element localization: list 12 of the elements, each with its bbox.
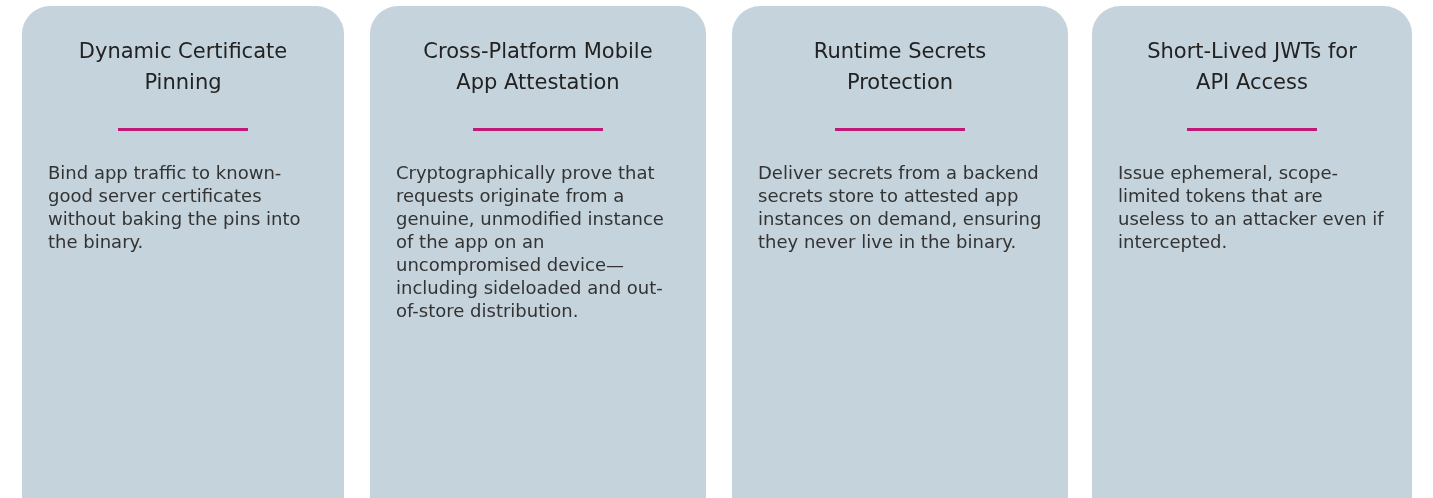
card-description: Issue ephemeral, scope-limited tokens that are useless to an attacker even if intercepted. xyxy=(1118,161,1385,253)
card-description: Bind app traffic to known-good server certificates without baking the pins into the binary. xyxy=(48,161,302,253)
card-heading: Runtime Secrets Protection xyxy=(812,38,988,96)
card-heading: Cross-Platform Mobile App Attestation xyxy=(422,38,654,96)
card-description: Deliver secrets from a backend secrets store to attested app instances on demand, ensuring they never live in the binary. xyxy=(758,161,1042,253)
card-description: Cryptographically prove that requests originate from a genuine, unmodified instance of the app on an uncompromised device—including sideloaded and out-of-store distribution. xyxy=(396,161,665,322)
feature-card xyxy=(1092,6,1412,498)
feature-card xyxy=(370,6,706,498)
feature-card xyxy=(732,6,1068,498)
card-heading: Dynamic Certificate Pinning xyxy=(77,38,289,96)
card-heading: Short-Lived JWTs for API Access xyxy=(1146,38,1358,96)
feature-card xyxy=(22,6,344,498)
